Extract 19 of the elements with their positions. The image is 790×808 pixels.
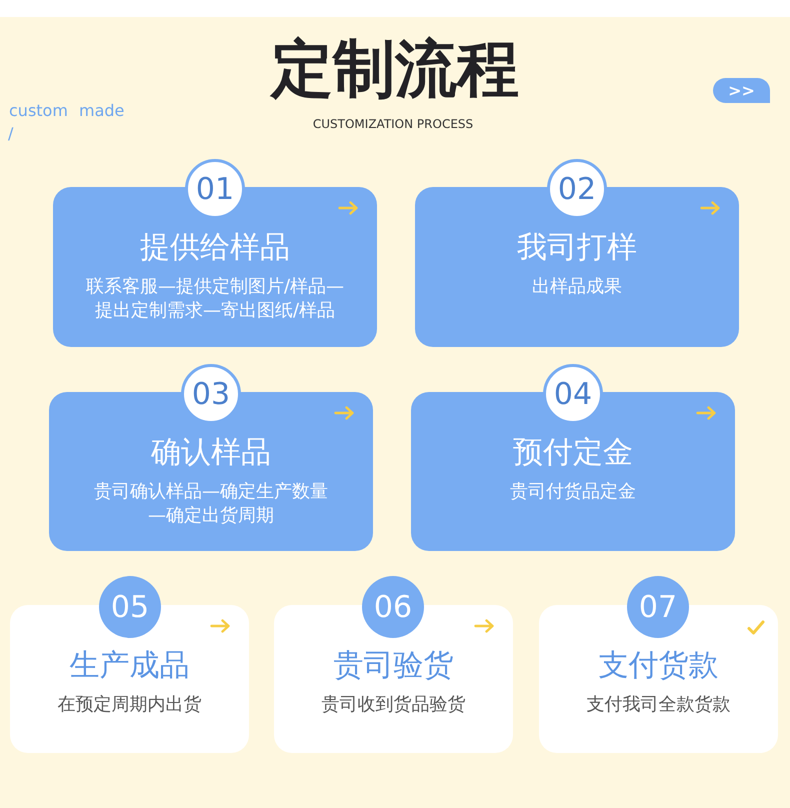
- card-heading: 贵司验货: [334, 648, 454, 684]
- card-heading: 确认样品: [151, 435, 271, 471]
- card-text: 贵司付货品定金: [510, 480, 636, 504]
- card-heading: 支付货款: [598, 648, 718, 684]
- side-label: /: [8, 123, 14, 145]
- side-label: custom made: [9, 100, 124, 122]
- card-heading: 生产成品: [70, 648, 190, 684]
- card-text: 支付我司全款货款: [586, 693, 730, 717]
- card-text: 贵司收到货品验货: [322, 693, 466, 717]
- subtitle: CUSTOMIZATION PROCESS: [312, 116, 474, 133]
- card-text: 贵司确认样品—确定生产数量—确定出货周期: [93, 480, 329, 528]
- card-heading: 预付定金: [513, 435, 633, 471]
- card-text: 出样品成果: [532, 275, 622, 299]
- card-heading: 我司打样: [517, 230, 637, 266]
- title: 定制流程: [271, 33, 519, 105]
- more-button: >>: [713, 78, 770, 103]
- card-text: 在预定周期内出货: [58, 693, 202, 717]
- card-heading: 提供给样品: [140, 230, 290, 266]
- card-text: 联系客服—提供定制图片/样品—提出定制需求—寄出图纸/样品: [84, 275, 346, 323]
